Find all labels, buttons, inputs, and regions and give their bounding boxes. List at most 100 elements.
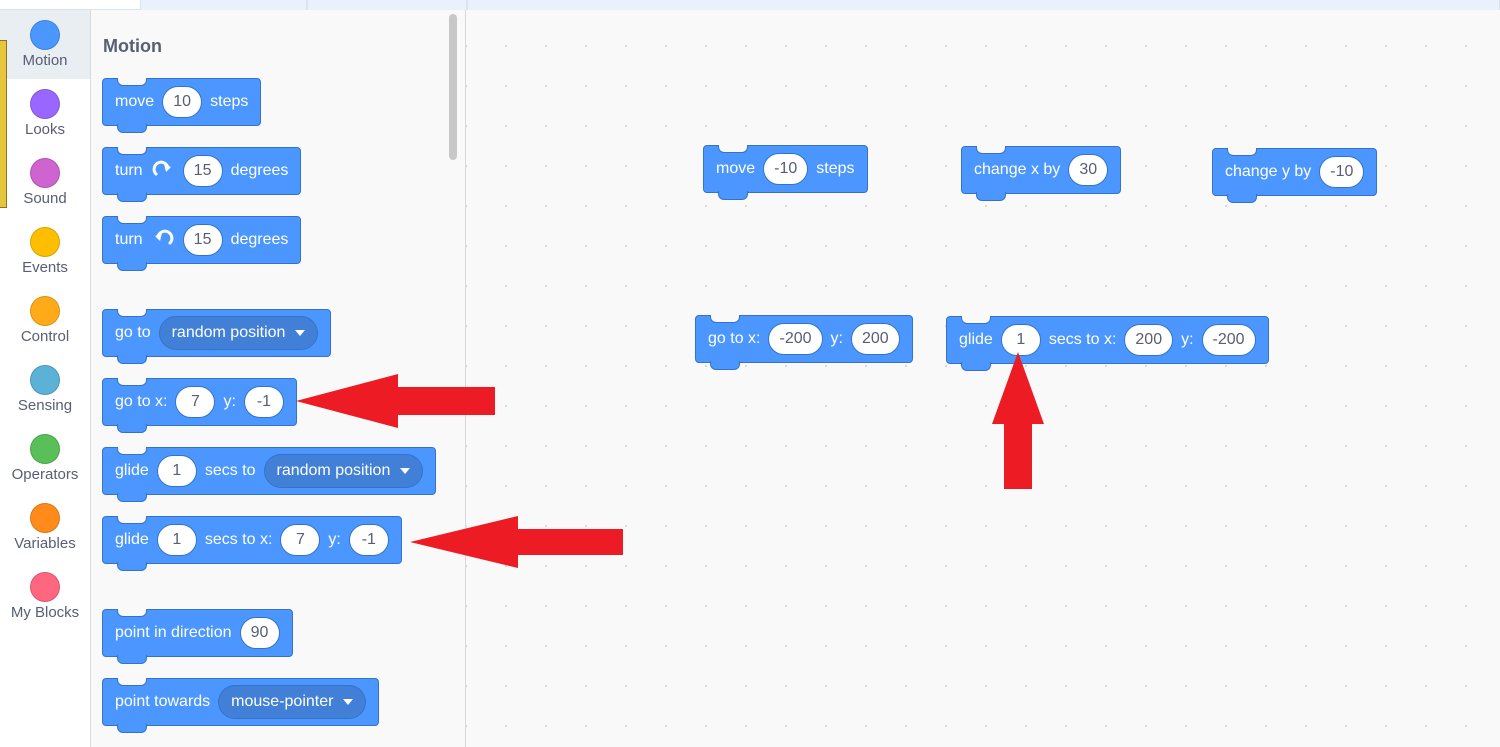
stage-edge-handle <box>0 40 7 208</box>
sound-dot-icon <box>30 158 60 188</box>
block-text: secs to x: <box>204 531 273 548</box>
steps-input[interactable]: 10 <box>162 86 203 118</box>
y-input[interactable]: -200 <box>1201 324 1256 356</box>
block-palette: Motion move 10 steps turn 15 degrees tur… <box>91 10 466 747</box>
block-text: degrees <box>230 231 289 248</box>
workspace-block-go-to-xy[interactable]: go to x: -200 y: 200 <box>695 315 913 370</box>
x-input[interactable]: 7 <box>280 524 321 556</box>
sensing-dot-icon <box>30 365 60 395</box>
change-y-input[interactable]: -10 <box>1319 156 1365 188</box>
block-text: move <box>716 160 756 177</box>
code-workspace[interactable]: move -10 steps change x by 30 change y b… <box>466 10 1500 747</box>
category-sound[interactable]: Sound <box>0 148 90 217</box>
change-x-input[interactable]: 30 <box>1068 154 1109 186</box>
rotate-clockwise-icon <box>152 160 171 176</box>
block-go-to[interactable]: go to random position <box>102 309 332 364</box>
steps-input[interactable]: -10 <box>763 153 809 185</box>
dropdown-value: random position <box>276 462 391 479</box>
target-dropdown[interactable]: random position <box>158 316 319 350</box>
block-text: y: <box>1181 331 1194 348</box>
category-control[interactable]: Control <box>0 286 90 355</box>
block-glide-to[interactable]: glide 1 secs to random position <box>102 447 437 502</box>
workspace-block-glide-to-xy[interactable]: glide 1 secs to x: 200 y: -200 <box>946 316 1269 371</box>
my-blocks-dot-icon <box>30 572 60 602</box>
secs-input[interactable]: 1 <box>156 455 197 487</box>
block-go-to-xy[interactable]: go to x: 7 y: -1 <box>102 378 297 433</box>
category-label: Variables <box>14 535 76 552</box>
events-dot-icon <box>30 227 60 257</box>
block-text: turn <box>115 162 143 179</box>
category-label: Control <box>20 328 70 345</box>
direction-input[interactable]: 90 <box>239 617 280 649</box>
category-looks[interactable]: Looks <box>0 79 90 148</box>
secs-input[interactable]: 1 <box>1000 324 1041 356</box>
category-my-blocks[interactable]: My Blocks <box>0 562 90 631</box>
category-variables[interactable]: Variables <box>0 493 90 562</box>
dropdown-value: mouse-pointer <box>231 693 334 710</box>
degrees-input[interactable]: 15 <box>182 224 223 256</box>
category-label: Sensing <box>17 397 73 414</box>
workspace-block-change-x[interactable]: change x by 30 <box>961 146 1122 201</box>
category-label: Events <box>22 259 68 276</box>
category-label: My Blocks <box>10 604 80 621</box>
category-menu: Motion Looks Sound Events Control Sensin… <box>0 10 91 747</box>
category-sensing[interactable]: Sensing <box>0 355 90 424</box>
palette-scrollbar[interactable] <box>449 14 457 160</box>
block-text: go to <box>115 324 151 341</box>
category-label: Looks <box>24 121 66 138</box>
x-input[interactable]: 7 <box>175 386 216 418</box>
x-input[interactable]: 200 <box>1124 324 1174 356</box>
block-glide-to-xy[interactable]: glide 1 secs to x: 7 y: -1 <box>102 516 402 571</box>
block-text: glide <box>115 462 149 479</box>
block-text: y: <box>223 393 236 410</box>
top-tab-strip <box>0 0 1500 10</box>
palette-section-title: Motion <box>103 36 162 56</box>
secs-input[interactable]: 1 <box>156 524 197 556</box>
category-motion[interactable]: Motion <box>0 10 90 79</box>
x-input[interactable]: -200 <box>768 323 823 355</box>
block-text: secs to x: <box>1048 331 1117 348</box>
block-text: change y by <box>1225 163 1312 180</box>
workspace-header <box>467 0 1500 10</box>
block-point-towards[interactable]: point towards mouse-pointer <box>102 678 380 733</box>
block-text: glide <box>959 331 993 348</box>
tab-costumes[interactable] <box>140 0 307 10</box>
annotation-arrow-left-icon <box>410 516 623 568</box>
category-label: Motion <box>22 52 68 69</box>
block-move-steps[interactable]: move 10 steps <box>102 78 262 133</box>
block-text: degrees <box>230 162 289 179</box>
y-input[interactable]: -1 <box>348 524 389 556</box>
block-text: go to x: <box>708 330 761 347</box>
block-text: glide <box>115 531 149 548</box>
category-events[interactable]: Events <box>0 217 90 286</box>
block-text: go to x: <box>115 393 168 410</box>
workspace-block-move-steps[interactable]: move -10 steps <box>703 145 868 200</box>
block-text: move <box>115 93 155 110</box>
annotation-arrow-left-icon <box>296 374 495 428</box>
y-input[interactable]: -1 <box>243 386 284 418</box>
variables-dot-icon <box>30 503 60 533</box>
degrees-input[interactable]: 15 <box>182 155 223 187</box>
motion-dot-icon <box>30 20 60 50</box>
block-text: y: <box>830 330 843 347</box>
workspace-block-change-y[interactable]: change y by -10 <box>1212 148 1378 203</box>
category-operators[interactable]: Operators <box>0 424 90 493</box>
category-label: Sound <box>23 190 67 207</box>
dropdown-value: random position <box>171 324 286 341</box>
block-text: change x by <box>974 161 1061 178</box>
y-input[interactable]: 200 <box>850 323 900 355</box>
block-turn-right[interactable]: turn 15 degrees <box>102 147 302 202</box>
block-text: point in direction <box>115 624 232 641</box>
category-label: Operators <box>11 466 79 483</box>
target-dropdown[interactable]: mouse-pointer <box>218 685 367 719</box>
caret-down-icon <box>295 330 306 336</box>
block-point-in-direction[interactable]: point in direction 90 <box>102 609 293 664</box>
operators-dot-icon <box>30 434 60 464</box>
tab-sounds[interactable] <box>307 0 467 10</box>
block-text: turn <box>115 231 143 248</box>
target-dropdown[interactable]: random position <box>263 454 424 488</box>
annotation-arrow-up-icon <box>992 352 1044 489</box>
block-text: secs to <box>204 462 256 479</box>
block-text: steps <box>210 93 249 110</box>
block-turn-left[interactable]: turn 15 degrees <box>102 216 302 271</box>
